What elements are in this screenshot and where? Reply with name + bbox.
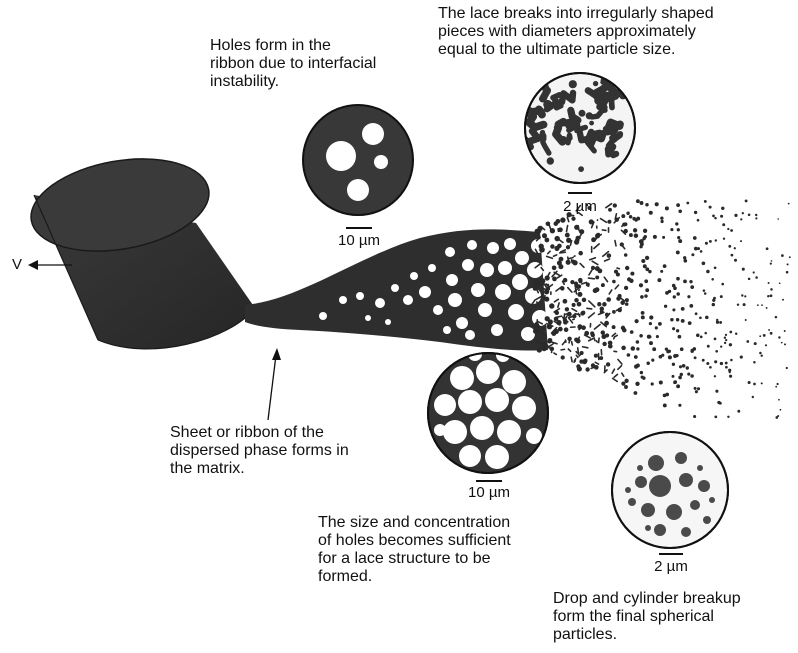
ribbon (245, 229, 548, 350)
inset-spheres (612, 432, 728, 548)
caption-drop-breakup: Drop and cylinder breakup form the final… (553, 590, 741, 644)
sheet-pointer (268, 348, 281, 420)
scale-label-lace-holes: 10 µm (459, 484, 519, 501)
inset-holes (303, 105, 413, 215)
cylinder (24, 146, 255, 349)
caption-lace-breaks: The lace breaks into irregularly shaped … (438, 5, 714, 59)
scale-label-holes: 10 µm (329, 232, 389, 249)
scale-label-spheres: 2 µm (646, 558, 696, 575)
spray-particles (532, 199, 791, 419)
caption-holes-concentration: The size and concentration of holes beco… (318, 514, 511, 586)
inset-lace-holes (428, 347, 548, 473)
caption-holes-form: Holes form in the ribbon due to interfac… (210, 37, 376, 91)
caption-sheet-forms: Sheet or ribbon of the dispersed phase f… (170, 424, 349, 478)
scale-label-lace: 2 µm (555, 198, 605, 215)
inset-lace (523, 73, 636, 183)
velocity-label: V (12, 256, 22, 273)
